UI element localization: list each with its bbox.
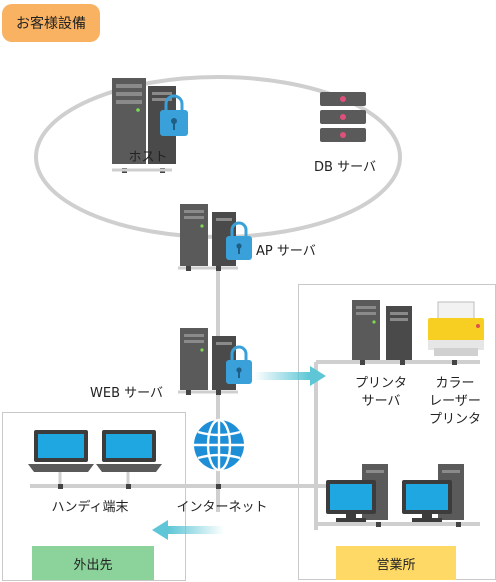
header-title: お客様設備	[2, 4, 100, 42]
laptop-icon	[28, 430, 94, 472]
desktop-pc-icon	[326, 464, 388, 522]
color-laser-label-line2: レーザー	[429, 394, 481, 409]
printer-server-label-line1: プリンタ	[354, 376, 407, 391]
printer-server-icon	[352, 300, 412, 360]
ap-server-icon	[180, 204, 252, 266]
handy-terminal-label: ハンディ端末	[51, 500, 129, 515]
office-zone-tag: 営業所	[336, 546, 456, 580]
web-server-label: WEB サーバ	[90, 386, 163, 401]
ap-server-label: AP サーバ	[256, 244, 316, 259]
desktop-pc-icon	[402, 464, 464, 522]
db-server-icon	[320, 92, 366, 142]
host-label: ホスト	[128, 150, 168, 165]
color-laser-label-line3: プリンタ	[428, 412, 481, 427]
printer-server-label-line2: サーバ	[361, 394, 401, 409]
globe-icon	[194, 418, 244, 472]
laser-printer-icon	[428, 301, 484, 356]
remote-zone-tag: 外出先	[32, 546, 154, 580]
db-server-label: DB サーバ	[314, 160, 376, 175]
arrow-left-icon	[152, 520, 224, 540]
host-server-icon	[112, 78, 188, 164]
arrow-right-icon	[254, 366, 326, 386]
laptop-icon	[96, 430, 162, 472]
remote-zone-box	[2, 412, 186, 581]
color-laser-label-line1: カラー	[435, 376, 475, 391]
internet-label: インターネット	[176, 500, 268, 515]
web-server-icon	[180, 328, 252, 390]
